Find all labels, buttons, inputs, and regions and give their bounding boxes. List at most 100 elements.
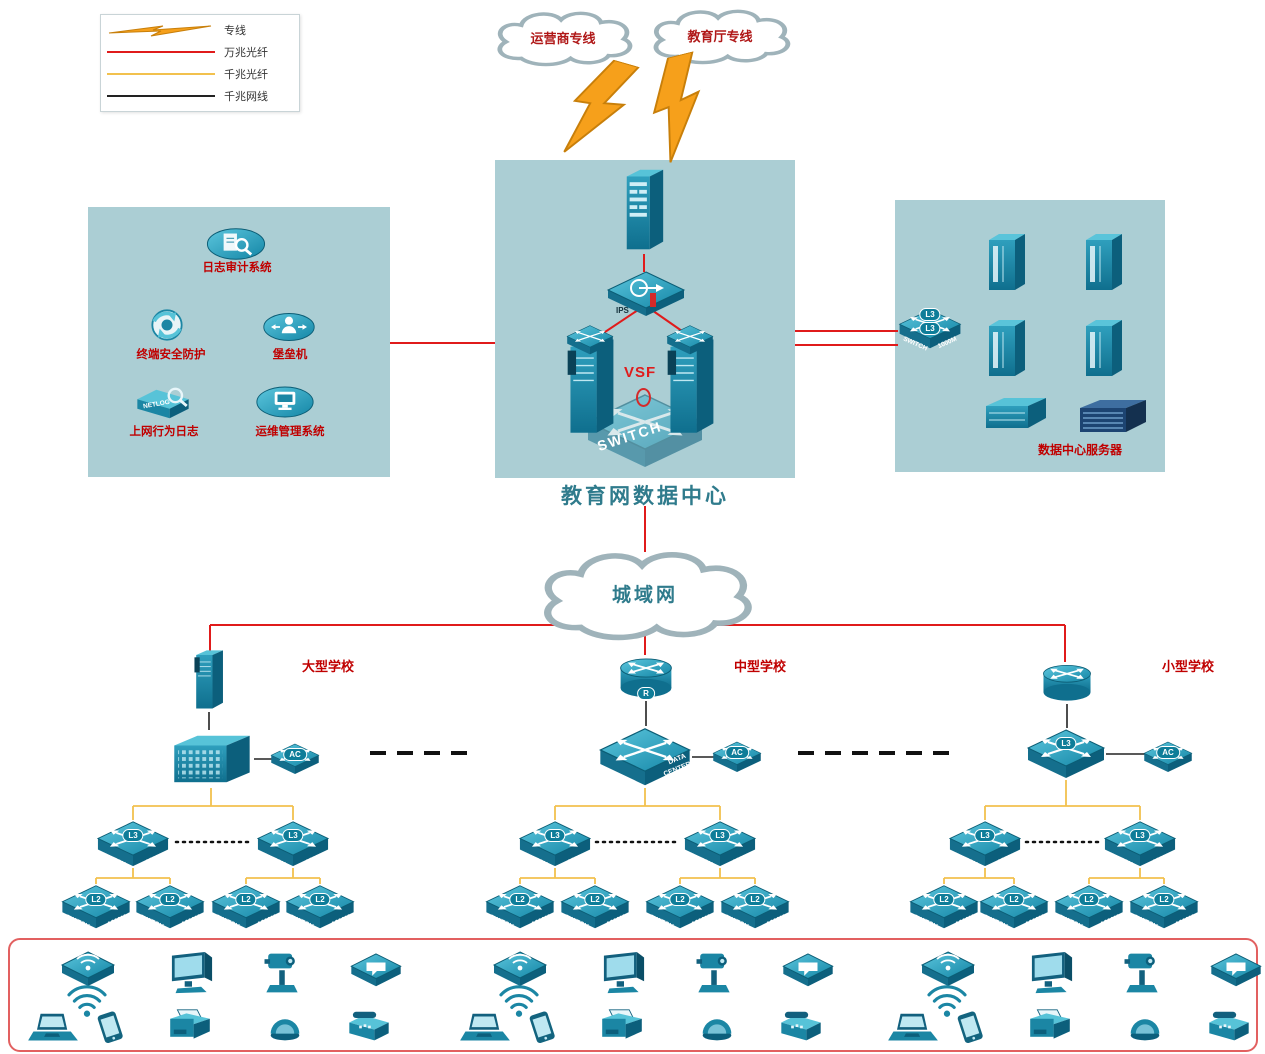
l2-switch[interactable]: L2 SWITCH 1000M <box>134 884 206 930</box>
ac-badge: AC <box>283 748 307 761</box>
cloud-metro-network[interactable]: 城域网 <box>528 543 762 643</box>
ip-phone-icon[interactable] <box>776 1010 826 1044</box>
ip-phone-icon[interactable] <box>344 1010 394 1044</box>
legend-row-1g-cable: 千兆网线 <box>107 85 293 107</box>
l2-switch[interactable]: L2 SWITCH 1000M <box>210 884 282 930</box>
black-line-swatch <box>107 95 215 97</box>
l3-switch[interactable]: L3 SWITCH 1000M <box>518 820 592 868</box>
log-audit-label: 日志审计系统 <box>202 262 272 274</box>
l2-switch[interactable]: L2 SWITCH 1000M <box>284 884 356 930</box>
l3-switch[interactable]: L3 SWITCH 1000M <box>256 820 330 868</box>
ptz-camera-icon[interactable] <box>262 950 302 996</box>
small-school-router[interactable] <box>1040 662 1094 704</box>
server-cabinet[interactable] <box>985 230 1029 294</box>
legend-label: 千兆光纤 <box>224 69 268 81</box>
dome-camera-icon[interactable] <box>1124 1010 1166 1042</box>
router-badge: R <box>637 687 655 700</box>
im-chat-icon[interactable] <box>1208 952 1264 990</box>
medium-school-core-switch[interactable]: SWITCH DATA CENTER <box>598 726 692 788</box>
legend-label: 专线 <box>224 25 246 37</box>
netlog-label: 上网行为日志 <box>129 426 199 438</box>
l2-switch[interactable]: L2 SWITCH 1000M <box>644 884 716 930</box>
small-school-label: 小型学校 <box>1161 659 1214 674</box>
ops-mgmt-icon[interactable] <box>255 382 315 422</box>
l2-badge: L2 <box>1078 893 1100 906</box>
education-cloud-label: 教育厅专线 <box>687 28 753 44</box>
cloud-carrier-line[interactable]: 运营商专线 <box>487 6 639 68</box>
ptz-camera-icon[interactable] <box>1122 950 1162 996</box>
ptz-camera-icon[interactable] <box>694 950 734 996</box>
large-school-ac-controller[interactable]: AC <box>270 742 320 776</box>
laptop-icon[interactable] <box>26 1012 80 1044</box>
l2-switch[interactable]: L2 SWITCH 1000M <box>908 884 980 930</box>
desktop-monitor-icon[interactable] <box>168 952 216 994</box>
l3-badge: L3 <box>1129 829 1151 842</box>
l2-switch[interactable]: L2 SWITCH 1000M <box>484 884 556 930</box>
l3-switch[interactable]: L3 SWITCH 1000M <box>1103 820 1177 868</box>
tower-cap-switch-2 <box>666 324 714 356</box>
ac-badge: AC <box>1156 746 1180 759</box>
l3-badge: L3 <box>709 829 731 842</box>
l2-badge: L2 <box>309 893 331 906</box>
l2-switch[interactable]: L2 SWITCH 1000M <box>1128 884 1200 930</box>
l2-switch[interactable]: L2 SWITCH 1000M <box>559 884 631 930</box>
l2-badge: L2 <box>159 893 181 906</box>
server-cabinet[interactable] <box>1082 316 1126 380</box>
ips-label: IPS <box>616 306 629 315</box>
ips-appliance[interactable]: IPS <box>606 270 686 318</box>
gateway-firewall[interactable] <box>621 166 667 254</box>
l2-badge: L2 <box>933 893 955 906</box>
server-cabinet[interactable] <box>1082 230 1126 294</box>
lightning-bolt-education <box>638 50 724 168</box>
l2-badge: L2 <box>1153 893 1175 906</box>
bastion-host-label: 堡垒机 <box>272 349 308 361</box>
terminal-security-icon[interactable] <box>143 303 191 347</box>
l2-switch[interactable]: L2 SWITCH 1000M <box>978 884 1050 930</box>
printer-icon[interactable] <box>598 1008 646 1044</box>
large-school-core-switch[interactable] <box>168 730 254 788</box>
netlog-icon[interactable]: NETLOG <box>133 386 193 424</box>
tower-cap-switch-1 <box>566 324 614 356</box>
l3-switch[interactable]: L3 SWITCH 1000M <box>96 820 170 868</box>
l3-switch[interactable]: L3 SWITCH 1000M <box>683 820 757 868</box>
smartphone-icon[interactable] <box>90 1010 132 1044</box>
server-zone-l3-switch[interactable]: L3 L3 SWITCH 1000M <box>898 306 962 352</box>
large-school-gateway[interactable] <box>186 648 232 712</box>
small-school-ac-controller[interactable]: AC <box>1143 740 1193 774</box>
terminal-group-3 <box>878 940 1265 1046</box>
l2-switch[interactable]: L2 SWITCH 1000M <box>60 884 132 930</box>
medium-school-router[interactable]: R <box>617 655 675 701</box>
dome-camera-icon[interactable] <box>264 1010 306 1042</box>
l2-switch[interactable]: L2 SWITCH 1000M <box>1053 884 1125 930</box>
red-line-swatch <box>107 51 215 53</box>
legend-row-1g-fiber: 千兆光纤 <box>107 63 293 85</box>
server-zone-label: 数据中心服务器 <box>1037 443 1122 457</box>
storage-unit[interactable] <box>982 394 1050 432</box>
l2-badge: L2 <box>85 893 107 906</box>
im-chat-icon[interactable] <box>348 952 404 990</box>
legend: 专线 万兆光纤 千兆光纤 千兆网线 <box>100 14 300 112</box>
lightning-bolt-carrier <box>555 51 646 171</box>
bastion-host-icon[interactable] <box>262 310 316 344</box>
l2-badge: L2 <box>235 893 257 906</box>
printer-icon[interactable] <box>166 1008 214 1044</box>
log-audit-icon[interactable] <box>205 224 267 264</box>
l3-switch[interactable]: L3 SWITCH 1000M <box>948 820 1022 868</box>
printer-icon[interactable] <box>1026 1008 1074 1044</box>
small-school-core-l3-switch[interactable]: L3 SWITCH 1000M <box>1026 728 1106 780</box>
desktop-monitor-icon[interactable] <box>1028 952 1076 994</box>
im-chat-icon[interactable] <box>780 952 836 990</box>
medium-school-label: 中型学校 <box>733 659 786 674</box>
cloud-education-line[interactable]: 教育厅专线 <box>643 4 797 66</box>
laptop-icon[interactable] <box>458 1012 512 1044</box>
ip-phone-icon[interactable] <box>1204 1010 1254 1044</box>
laptop-icon[interactable] <box>886 1012 940 1044</box>
l2-switch[interactable]: L2 SWITCH 1000M <box>719 884 791 930</box>
rack-server[interactable] <box>1076 396 1150 436</box>
medium-school-ac-controller[interactable]: AC <box>712 740 762 774</box>
server-cabinet[interactable] <box>985 316 1029 380</box>
desktop-monitor-icon[interactable] <box>600 952 648 994</box>
smartphone-icon[interactable] <box>950 1010 992 1044</box>
dome-camera-icon[interactable] <box>696 1010 738 1042</box>
smartphone-icon[interactable] <box>522 1010 564 1044</box>
